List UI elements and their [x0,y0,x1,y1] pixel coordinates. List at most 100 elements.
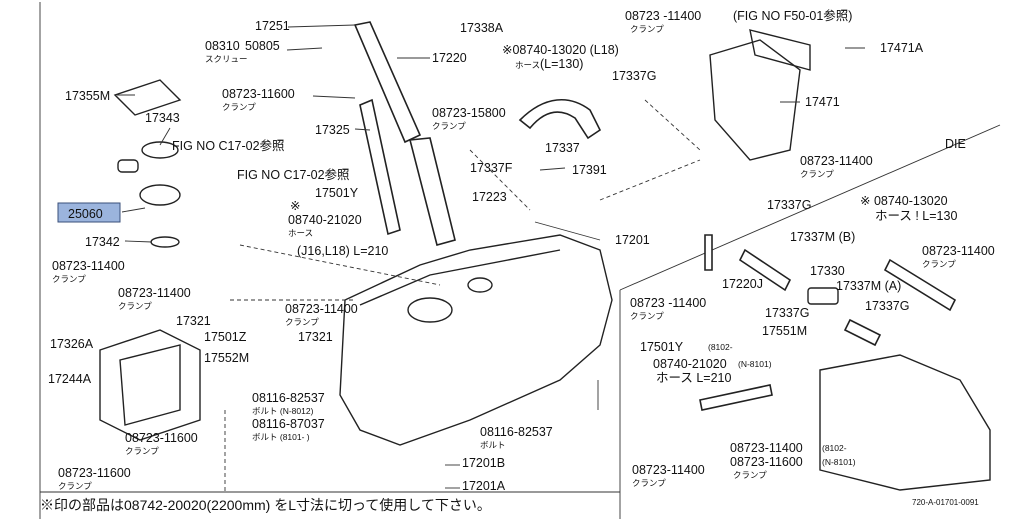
label-17501y-b: 17501Y [640,340,684,354]
label-17326a: 17326A [50,337,94,351]
label-08723-11400-br: 08723-11400 [632,463,705,477]
label-50805: 50805 [245,39,280,53]
label-clamp-7: クランプ [118,301,152,311]
label-08740-21020: 08740-21020 [288,213,362,227]
label-08723-11400-l2: 08723-11400 [118,286,191,300]
breather-hose [359,98,602,236]
label-die: DIE [945,137,966,151]
label-clamp-11: クランプ [58,481,92,491]
label-l130-top: (L=130) [540,57,583,71]
label-08723-11400-mid: 08723-11400 [285,302,358,316]
fuel-sender [113,79,182,248]
label-hose-top: ホース [515,60,540,70]
label-08310: 08310 [205,39,240,53]
label-08723-11400-cm: 08723 -11400 [630,296,706,310]
label-17220j: 17220J [722,277,763,291]
label-bolt-2: ボルト [480,440,506,450]
label-08723-11600-low: 08723-11600 [125,431,198,445]
label-08740-21020-n8-note: (N-8101) [738,359,772,369]
filter-bracket [99,329,201,441]
label-bolt-8101: ボルト (8101- ) [252,432,310,442]
label-clamp-2: クランプ [222,102,256,112]
fuel-tank [339,234,613,446]
label-17337g-mid: 17337G [767,198,811,212]
label-note-n8101: (N-8101) [822,457,856,467]
right-hoses [699,234,991,491]
label-08723-11400-left: 08723-11400 [52,259,125,273]
label-17201b: 17201B [462,456,505,470]
label-clamp-13: クランプ [733,470,767,480]
label-17501z: 17501Z [204,330,247,344]
label-17338a: 17338A [460,21,504,35]
label-17471a: 17471A [880,41,924,55]
label-j16-l210: (J16,L18) L=210 [297,244,388,258]
label-17337m-a: 17337M (A) [836,279,901,293]
label-17552m: 17552M [204,351,249,365]
label-17501y-b-note: (8102- [708,342,733,352]
label-08723-15800: 08723-15800 [432,106,506,120]
label-clamp-5: クランプ [922,259,956,269]
label-17342: 17342 [85,235,120,249]
label-25060: 25060 [68,207,103,221]
label-17325: 17325 [315,123,350,137]
label-17330: 17330 [810,264,845,278]
label-clamp-3: クランプ [432,121,466,131]
leader-lines [117,24,865,492]
label-08116-82537-b: 08116-82537 [480,425,553,439]
label-17337g-r: 17337G [865,299,909,313]
label-08723-11400-far: 08723-11400 [922,244,995,258]
label-08740-13020-right: ※ 08740-13020 [860,194,948,208]
label-17201a: 17201A [462,479,506,493]
label-clamp-4: クランプ [800,169,834,179]
filler-pipe [353,21,456,246]
label-17220: 17220 [432,51,467,65]
frame [39,2,1001,519]
label-clamp-8: クランプ [630,311,664,321]
label-17501y-top: 17501Y [315,186,359,200]
label-17551m: 17551M [762,324,807,338]
label-08723-11600-br: 08723-11600 [730,455,803,469]
label-17337: 17337 [545,141,580,155]
label-17343: 17343 [145,111,180,125]
label-clamp-10: クランプ [125,446,159,456]
label-08723-11400-b2: 08723-11400 [730,441,803,455]
label-17223: 17223 [472,190,507,204]
label-clamp-top: クランプ [630,24,664,34]
label-hose-2: ホース [288,228,313,238]
label-08723-11400-right: 08723-11400 [800,154,873,168]
label-08723-11600-bl: 08723-11600 [58,466,131,480]
label-17251: 17251 [255,19,290,33]
label-17337m-b: 17337M (B) [790,230,855,244]
label-17337f: 17337F [470,161,513,175]
label-17471: 17471 [805,95,840,109]
label-17321-a: 17321 [176,314,211,328]
label-hose-l210: ホース L=210 [656,371,732,385]
label-screw: スクリュー [205,54,248,64]
label-fig-f50: (FIG NO F50-01参照) [733,8,852,23]
label-note-8102: (8102- [822,443,847,453]
label-08116-82537-a: 08116-82537 [252,391,325,405]
label-17337g-top: 17337G [612,69,656,83]
label-08740-13020-l18: ※08740-13020 (L18) [502,43,619,57]
label-fig-c17-b: FIG NO C17-02参照 [237,167,350,182]
highlight-box [57,202,121,223]
label-clamp-6: クランプ [52,274,86,284]
label-star: ※ [290,199,300,213]
labels: 17251 17338A 08723 -11400 クランプ (FIG NO F… [48,8,995,493]
label-08116-87037: 08116-87037 [252,417,325,431]
label-17391: 17391 [572,163,607,177]
label-17355m: 17355M [65,89,110,103]
label-clamp-9: クランプ [285,317,319,327]
label-l130-right: ホース ! L=130 [875,209,957,223]
label-17201: 17201 [615,233,650,247]
label-fig-c17-a: FIG NO C17-02参照 [172,138,285,153]
label-08723-11400-top: 08723 -11400 [625,9,701,23]
footnote: ※印の部品は08742-20020(2200mm) をL寸法に切って使用して下さ… [40,497,491,513]
label-08723-11600-top: 08723-11600 [222,87,295,101]
label-17244a: 17244A [48,372,92,386]
bracket-17471 [709,29,811,161]
label-bolt-n8012: ボルト (N-8012) [252,406,314,416]
label-17321-b: 17321 [298,330,333,344]
label-clamp-12: クランプ [632,478,666,488]
